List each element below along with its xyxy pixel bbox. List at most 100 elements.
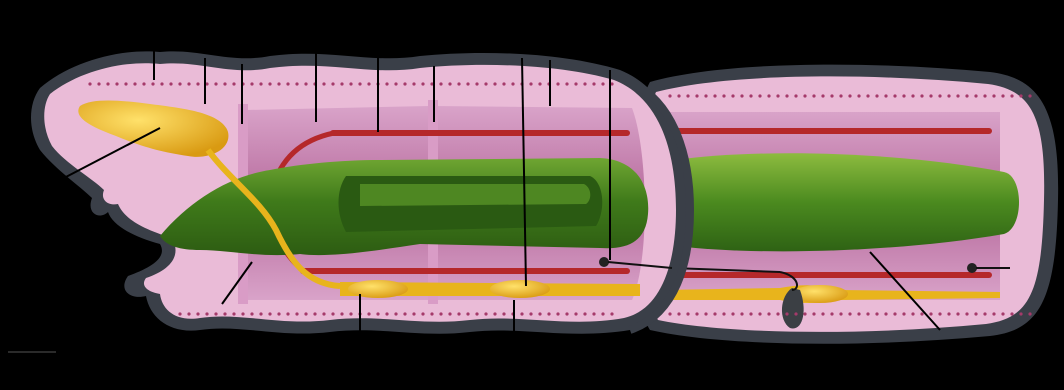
pore-dot: [556, 82, 559, 85]
pore-dot: [848, 94, 851, 97]
pore-dot: [403, 82, 406, 85]
pore-dot: [920, 312, 923, 315]
pore-dot: [992, 312, 995, 315]
pore-dot: [1028, 94, 1031, 97]
pore-dot: [466, 82, 469, 85]
pore-dot: [893, 312, 896, 315]
pore-dot: [803, 312, 806, 315]
pore-dot: [767, 312, 770, 315]
anterior-region: [31, 51, 690, 333]
pore-dot: [430, 312, 433, 315]
pore-dot: [322, 312, 325, 315]
pore-dot: [911, 312, 914, 315]
pore-dot: [686, 312, 689, 315]
pore-dot: [412, 82, 415, 85]
pore-dot: [875, 312, 878, 315]
pore-dot: [88, 82, 91, 85]
pore-dot: [232, 312, 235, 315]
pore-dot: [740, 312, 743, 315]
pore-dot: [421, 312, 424, 315]
pore-dot: [695, 312, 698, 315]
pore-dot: [385, 82, 388, 85]
pore-dot: [259, 82, 262, 85]
pore-dot: [1019, 312, 1022, 315]
pore-dot: [947, 312, 950, 315]
pore-dot: [731, 312, 734, 315]
ganglion-1: [348, 280, 408, 298]
pore-dot: [992, 94, 995, 97]
pore-dot: [920, 94, 923, 97]
anterior-dorsal-vessel: [330, 130, 630, 136]
pore-dot: [704, 94, 707, 97]
pore-dot: [277, 312, 280, 315]
pore-dot: [196, 312, 199, 315]
pore-dot: [367, 312, 370, 315]
pore-dot: [812, 312, 815, 315]
pore-dot: [214, 82, 217, 85]
pore-dot: [983, 94, 986, 97]
pore-dot: [196, 82, 199, 85]
pore-dot: [538, 312, 541, 315]
pore-dot: [839, 312, 842, 315]
pore-dot: [529, 312, 532, 315]
pore-dot: [848, 312, 851, 315]
pore-dot: [331, 82, 334, 85]
pore-dot: [677, 312, 680, 315]
pore-dot: [722, 94, 725, 97]
pore-dot: [884, 94, 887, 97]
pore-dot: [259, 312, 262, 315]
pore-dot: [268, 312, 271, 315]
pore-dot: [857, 312, 860, 315]
pore-dot: [376, 312, 379, 315]
pore-dot: [713, 94, 716, 97]
pore-dot: [812, 94, 815, 97]
pore-dot: [511, 82, 514, 85]
pore-dot: [1001, 312, 1004, 315]
pore-dot: [592, 82, 595, 85]
pore-dot: [304, 312, 307, 315]
pore-dot: [592, 312, 595, 315]
pore-dot: [677, 94, 680, 97]
pore-dot: [875, 94, 878, 97]
pore-dot: [358, 82, 361, 85]
pore-dot: [686, 94, 689, 97]
pore-dot: [956, 94, 959, 97]
pore-dot: [866, 94, 869, 97]
pore-dot: [295, 312, 298, 315]
pore-dot: [475, 82, 478, 85]
pore-dot: [547, 312, 550, 315]
pore-dot: [448, 312, 451, 315]
pore-dot: [187, 82, 190, 85]
pore-dot: [286, 82, 289, 85]
pore-dot: [151, 82, 154, 85]
pore-dot: [295, 82, 298, 85]
pore-dot: [484, 82, 487, 85]
pore-dot: [911, 94, 914, 97]
pore-dot: [349, 312, 352, 315]
pore-dot: [556, 312, 559, 315]
pore-dot: [529, 82, 532, 85]
pore-dot: [340, 82, 343, 85]
pore-dot: [929, 94, 932, 97]
pore-dot: [349, 82, 352, 85]
pore-dot: [974, 94, 977, 97]
posterior-ventral-vessel: [668, 272, 992, 278]
pore-dot: [601, 312, 604, 315]
pore-dot: [583, 312, 586, 315]
pore-dot: [902, 94, 905, 97]
pore-dot: [106, 82, 109, 85]
pore-dot: [956, 312, 959, 315]
pore-dot: [776, 94, 779, 97]
pore-dot: [493, 82, 496, 85]
pore-dot: [884, 312, 887, 315]
pore-dot: [439, 312, 442, 315]
pore-dot: [160, 82, 163, 85]
pore-dot: [947, 94, 950, 97]
anterior-ventral-vessel: [300, 268, 630, 274]
pore-dot: [385, 312, 388, 315]
pore-dot: [286, 312, 289, 315]
pore-dot: [178, 312, 181, 315]
pore-dot: [268, 82, 271, 85]
posterior-dorsal-vessel: [668, 128, 992, 134]
